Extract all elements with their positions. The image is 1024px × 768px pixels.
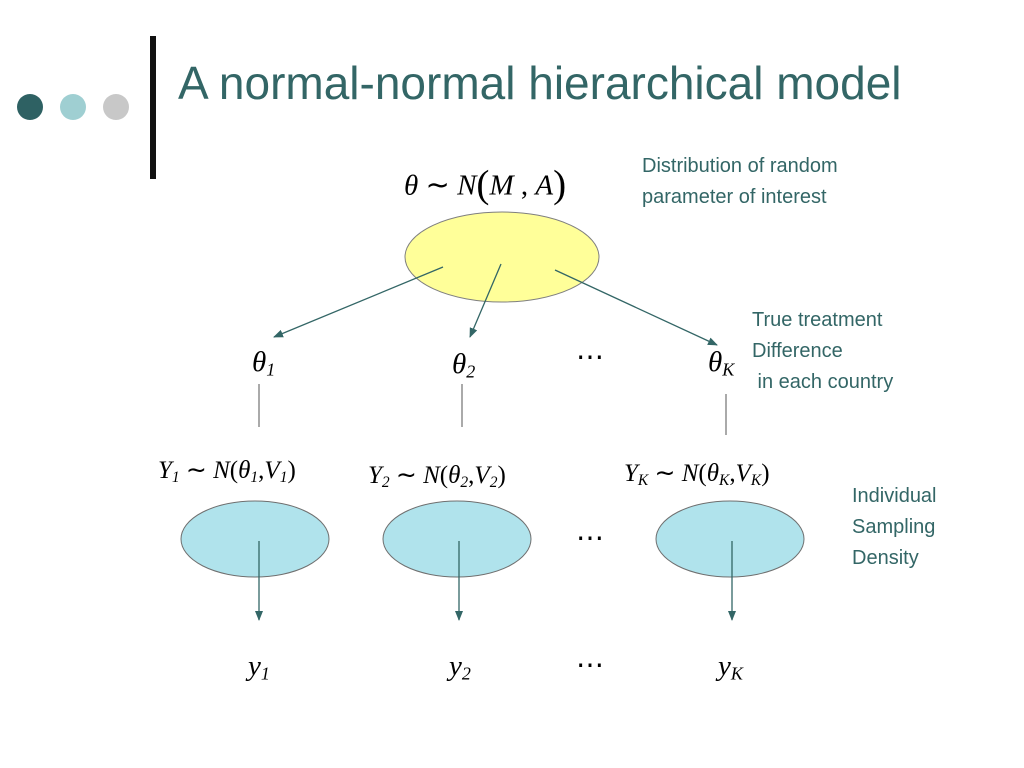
sampling-ellipsis: ⋯ [576, 523, 604, 554]
open-paren: ( [698, 460, 707, 487]
normal-symbol: N [457, 169, 477, 202]
theta-subscript: 1 [266, 359, 276, 380]
title-divider [150, 36, 156, 179]
sampling-formula-k: YK ∼ N(θK,VK) [624, 460, 770, 489]
y-variable: Y [158, 457, 172, 484]
theta-node-k: θK [708, 346, 735, 380]
y-subscript: 2 [381, 473, 390, 491]
variance-symbol: V [474, 462, 490, 489]
normal-symbol: N [423, 462, 440, 489]
theta-subscript: 2 [466, 361, 476, 382]
y-symbol: y [248, 650, 261, 682]
prior-formula: θ ∼ N(M , A) [404, 165, 566, 204]
y-subscript: K [730, 663, 743, 684]
observation-1: y1 [248, 650, 270, 684]
variance-subscript: 1 [279, 468, 288, 486]
close-paren: ) [761, 460, 770, 487]
observation-2: y2 [449, 650, 471, 684]
theta-annotation: True treatment Difference in each countr… [752, 309, 894, 393]
theta-symbol: θ [706, 460, 719, 487]
decor-dot-gray [103, 94, 129, 120]
theta-symbol: θ [452, 348, 467, 380]
open-paren: ( [439, 462, 449, 489]
y-subscript: 1 [171, 468, 180, 486]
theta-symbol: θ [448, 462, 461, 489]
open-paren: ( [476, 163, 490, 206]
y-symbol: y [718, 650, 731, 682]
arrow-prior-to-theta-k [554, 269, 718, 346]
variance-subscript: K [750, 471, 762, 489]
close-paren: ) [497, 462, 506, 489]
theta-subscript: 2 [460, 473, 469, 491]
observation-ellipsis: ⋯ [576, 650, 604, 681]
theta-symbol: θ [238, 457, 251, 484]
y-subscript: K [637, 471, 649, 489]
sampling-ellipse-2 [382, 500, 532, 578]
theta-node-2: θ2 [452, 348, 476, 382]
slide-title: A normal-normal hierarchical model [178, 57, 902, 109]
theta-symbol: θ [252, 346, 267, 378]
arrow-prior-to-theta-1 [273, 266, 444, 338]
comma: , [468, 462, 475, 489]
close-paren: ) [287, 457, 296, 484]
variance-symbol: V [735, 460, 751, 487]
theta-node-1: θ1 [252, 346, 276, 380]
normal-symbol: N [681, 460, 699, 487]
sampling-formula-2: Y2 ∼ N(θ2,V2) [368, 462, 506, 491]
y-subscript: 1 [260, 663, 270, 684]
prior-annotation: Distribution of random parameter of inte… [642, 155, 838, 208]
decor-dot-dark [17, 94, 43, 120]
tilde-symbol: ∼ [185, 457, 207, 484]
variance-symbol: V [264, 457, 280, 484]
tilde-symbol: ∼ [654, 460, 676, 487]
normal-symbol: N [213, 457, 230, 484]
tilde-symbol: ∼ [395, 462, 417, 489]
decor-dot-light [60, 94, 86, 120]
sampling-ellipse-1 [180, 500, 330, 578]
tilde-symbol: ∼ [425, 169, 450, 202]
observation-k: yK [718, 650, 743, 684]
theta-symbol: θ [708, 346, 723, 378]
theta-subscript: 1 [250, 468, 259, 486]
close-paren: ) [553, 163, 567, 206]
y-variable: Y [368, 462, 382, 489]
open-paren: ( [229, 457, 239, 484]
y-variable: Y [624, 460, 638, 487]
sampling-ellipse-k [655, 500, 805, 578]
variance-symbol: A [535, 169, 554, 202]
sampling-annotation: Individual Sampling Density [852, 485, 937, 569]
theta-ellipsis: ⋯ [576, 342, 604, 373]
comma: , [258, 457, 265, 484]
prior-ellipse [404, 211, 600, 303]
comma: , [729, 460, 736, 487]
theta-subscript: K [719, 471, 730, 489]
mean-symbol: M [489, 169, 514, 202]
comma: , [513, 169, 536, 202]
y-subscript: 2 [461, 663, 471, 684]
y-symbol: y [449, 650, 462, 682]
sampling-formula-1: Y1 ∼ N(θ1,V1) [158, 457, 296, 486]
variance-subscript: 2 [489, 473, 498, 491]
arrow-prior-to-theta-2 [469, 263, 502, 338]
theta-subscript: K [722, 359, 735, 380]
theta-symbol: θ [404, 169, 419, 202]
